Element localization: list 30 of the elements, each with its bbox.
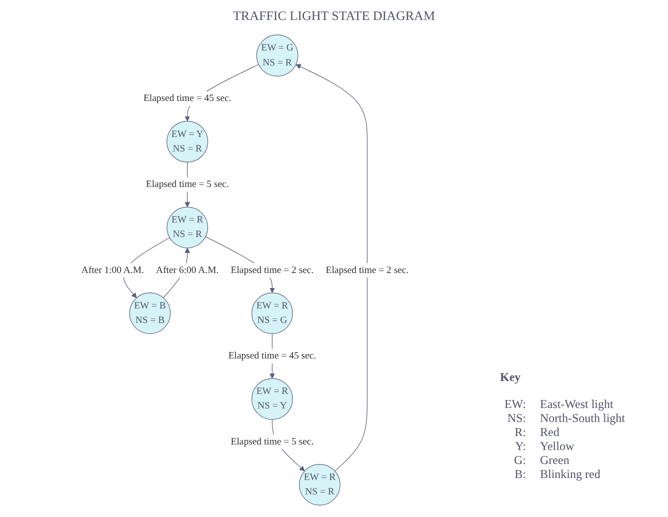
key-heading: Key bbox=[500, 370, 521, 385]
edge-label: After 6:00 A.M. bbox=[156, 264, 219, 276]
node-circle: EW = R NS = R bbox=[166, 206, 208, 248]
edge-label: After 1:00 A.M. bbox=[81, 264, 144, 276]
key-meaning: Blinking red bbox=[540, 467, 600, 481]
key-abbreviation: G: bbox=[513, 453, 526, 467]
diagram-title: TRAFFIC LIGHT STATE DIAGRAM bbox=[232, 8, 436, 24]
edge-label: Elapsed time = 5 sec. bbox=[146, 179, 229, 190]
key-abbreviation: B: bbox=[514, 467, 526, 481]
key-abbreviation: NS: bbox=[506, 411, 526, 425]
key-meaning: Yellow bbox=[540, 439, 574, 453]
arrow bbox=[296, 64, 368, 472]
edge-label: Elapsed time = 5 sec. bbox=[230, 436, 314, 447]
key-abbreviation: Y: bbox=[514, 439, 526, 453]
key-meaning: Red bbox=[540, 425, 560, 439]
key-abbreviation: EW: bbox=[503, 397, 526, 411]
node-circle: EW = R NS = G bbox=[252, 292, 293, 334]
node-circle: EW = Y NS = R bbox=[166, 120, 208, 162]
key-meaning: Green bbox=[540, 453, 570, 467]
node-circle: EW = R NS = Y bbox=[252, 378, 293, 420]
node-circle: EW = G NS = R bbox=[256, 34, 298, 77]
node-circle: EW = B NS = B bbox=[129, 292, 171, 334]
key-meaning: East-West light bbox=[540, 397, 614, 411]
key-abbreviation: R: bbox=[514, 425, 526, 439]
edge-label: Elapsed time = 45 sec. bbox=[143, 93, 232, 104]
edge-label: Elapsed time = 2 sec. bbox=[230, 264, 314, 276]
key-meaning: North-South light bbox=[540, 411, 626, 425]
node-circle: EW = R NS = R bbox=[299, 464, 340, 506]
edge-label: Elapsed time = 2 sec. bbox=[326, 264, 409, 276]
edge-label: Elapsed time = 45 sec. bbox=[228, 350, 316, 361]
